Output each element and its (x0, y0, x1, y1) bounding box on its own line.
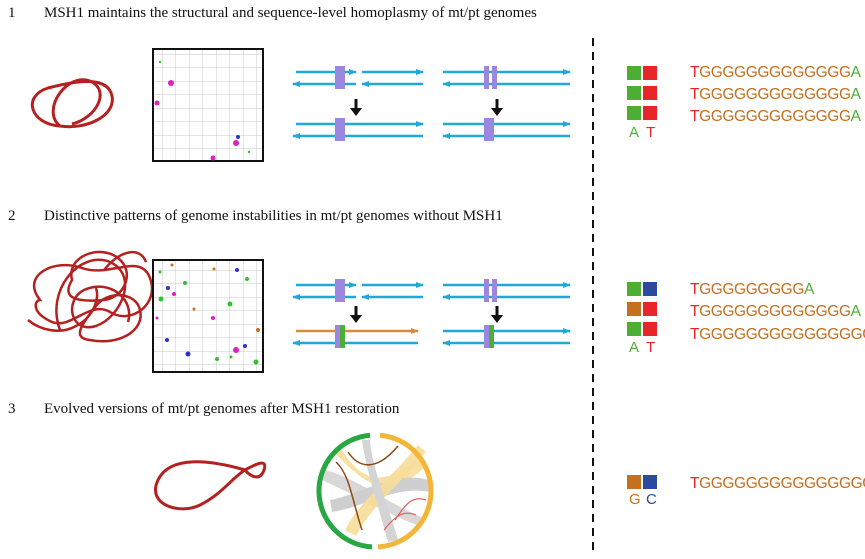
section-1-heading: 1 MSH1 maintains the structural and seque… (8, 5, 537, 22)
section-number: 3 (8, 401, 16, 417)
color-square-icon (627, 475, 657, 489)
color-square-icon (627, 66, 657, 120)
grid-plot-icon (152, 259, 264, 373)
sequence-row: TGGGGGGGGGGGGGGGA (690, 475, 865, 492)
strand-pair-icon (442, 118, 571, 141)
strand-pair-icon (292, 325, 419, 348)
sequence-row: TGGGGGGGGGGGGGA (690, 303, 861, 320)
sequence-row: TGGGGGGGGGGGGGA (690, 86, 861, 103)
base-label: A (629, 339, 640, 356)
color-square-icon (627, 282, 657, 336)
base-label: G (629, 491, 641, 508)
genome-loop-icon (154, 460, 267, 511)
strand-pair-icon (292, 66, 424, 89)
down-arrow-icon (350, 306, 362, 323)
strand-pair-icon (442, 279, 571, 302)
genome-loop-icon (30, 78, 114, 129)
sequence-row: TGGGGGGGGGGGGGA (690, 64, 861, 81)
circos-plot-icon (316, 432, 434, 550)
down-arrow-icon (491, 306, 503, 323)
strand-pair-icon (442, 325, 571, 348)
section-title: Evolved versions of mt/pt genomes after … (44, 401, 400, 417)
section-title: MSH1 maintains the structural and sequen… (44, 5, 537, 21)
section-title: Distinctive patterns of genome instabili… (44, 208, 503, 224)
sequence-row: TGGGGGGGGGGGGGA (690, 108, 861, 125)
base-label: T (646, 339, 656, 356)
down-arrow-icon (350, 99, 362, 116)
down-arrow-icon (491, 99, 503, 116)
genome-loop-icon (27, 250, 154, 343)
base-label: T (646, 124, 656, 141)
section-2-heading: 2 Distinctive patterns of genome instabil… (8, 208, 503, 225)
section-number: 2 (8, 208, 16, 224)
strand-pair-icon (292, 118, 424, 141)
sequence-row: TGGGGGGGGGA (690, 281, 814, 298)
base-label: A (629, 124, 640, 141)
section-3-heading: 3 Evolved versions of mt/pt genomes after… (8, 401, 399, 418)
base-label: C (646, 491, 657, 508)
grid-plot-icon (152, 48, 264, 162)
sequence-row: TGGGGGGGGGGGGGGGA (690, 326, 865, 343)
section-number: 1 (8, 5, 16, 21)
strand-pair-icon (442, 66, 571, 89)
strand-pair-icon (292, 279, 424, 302)
